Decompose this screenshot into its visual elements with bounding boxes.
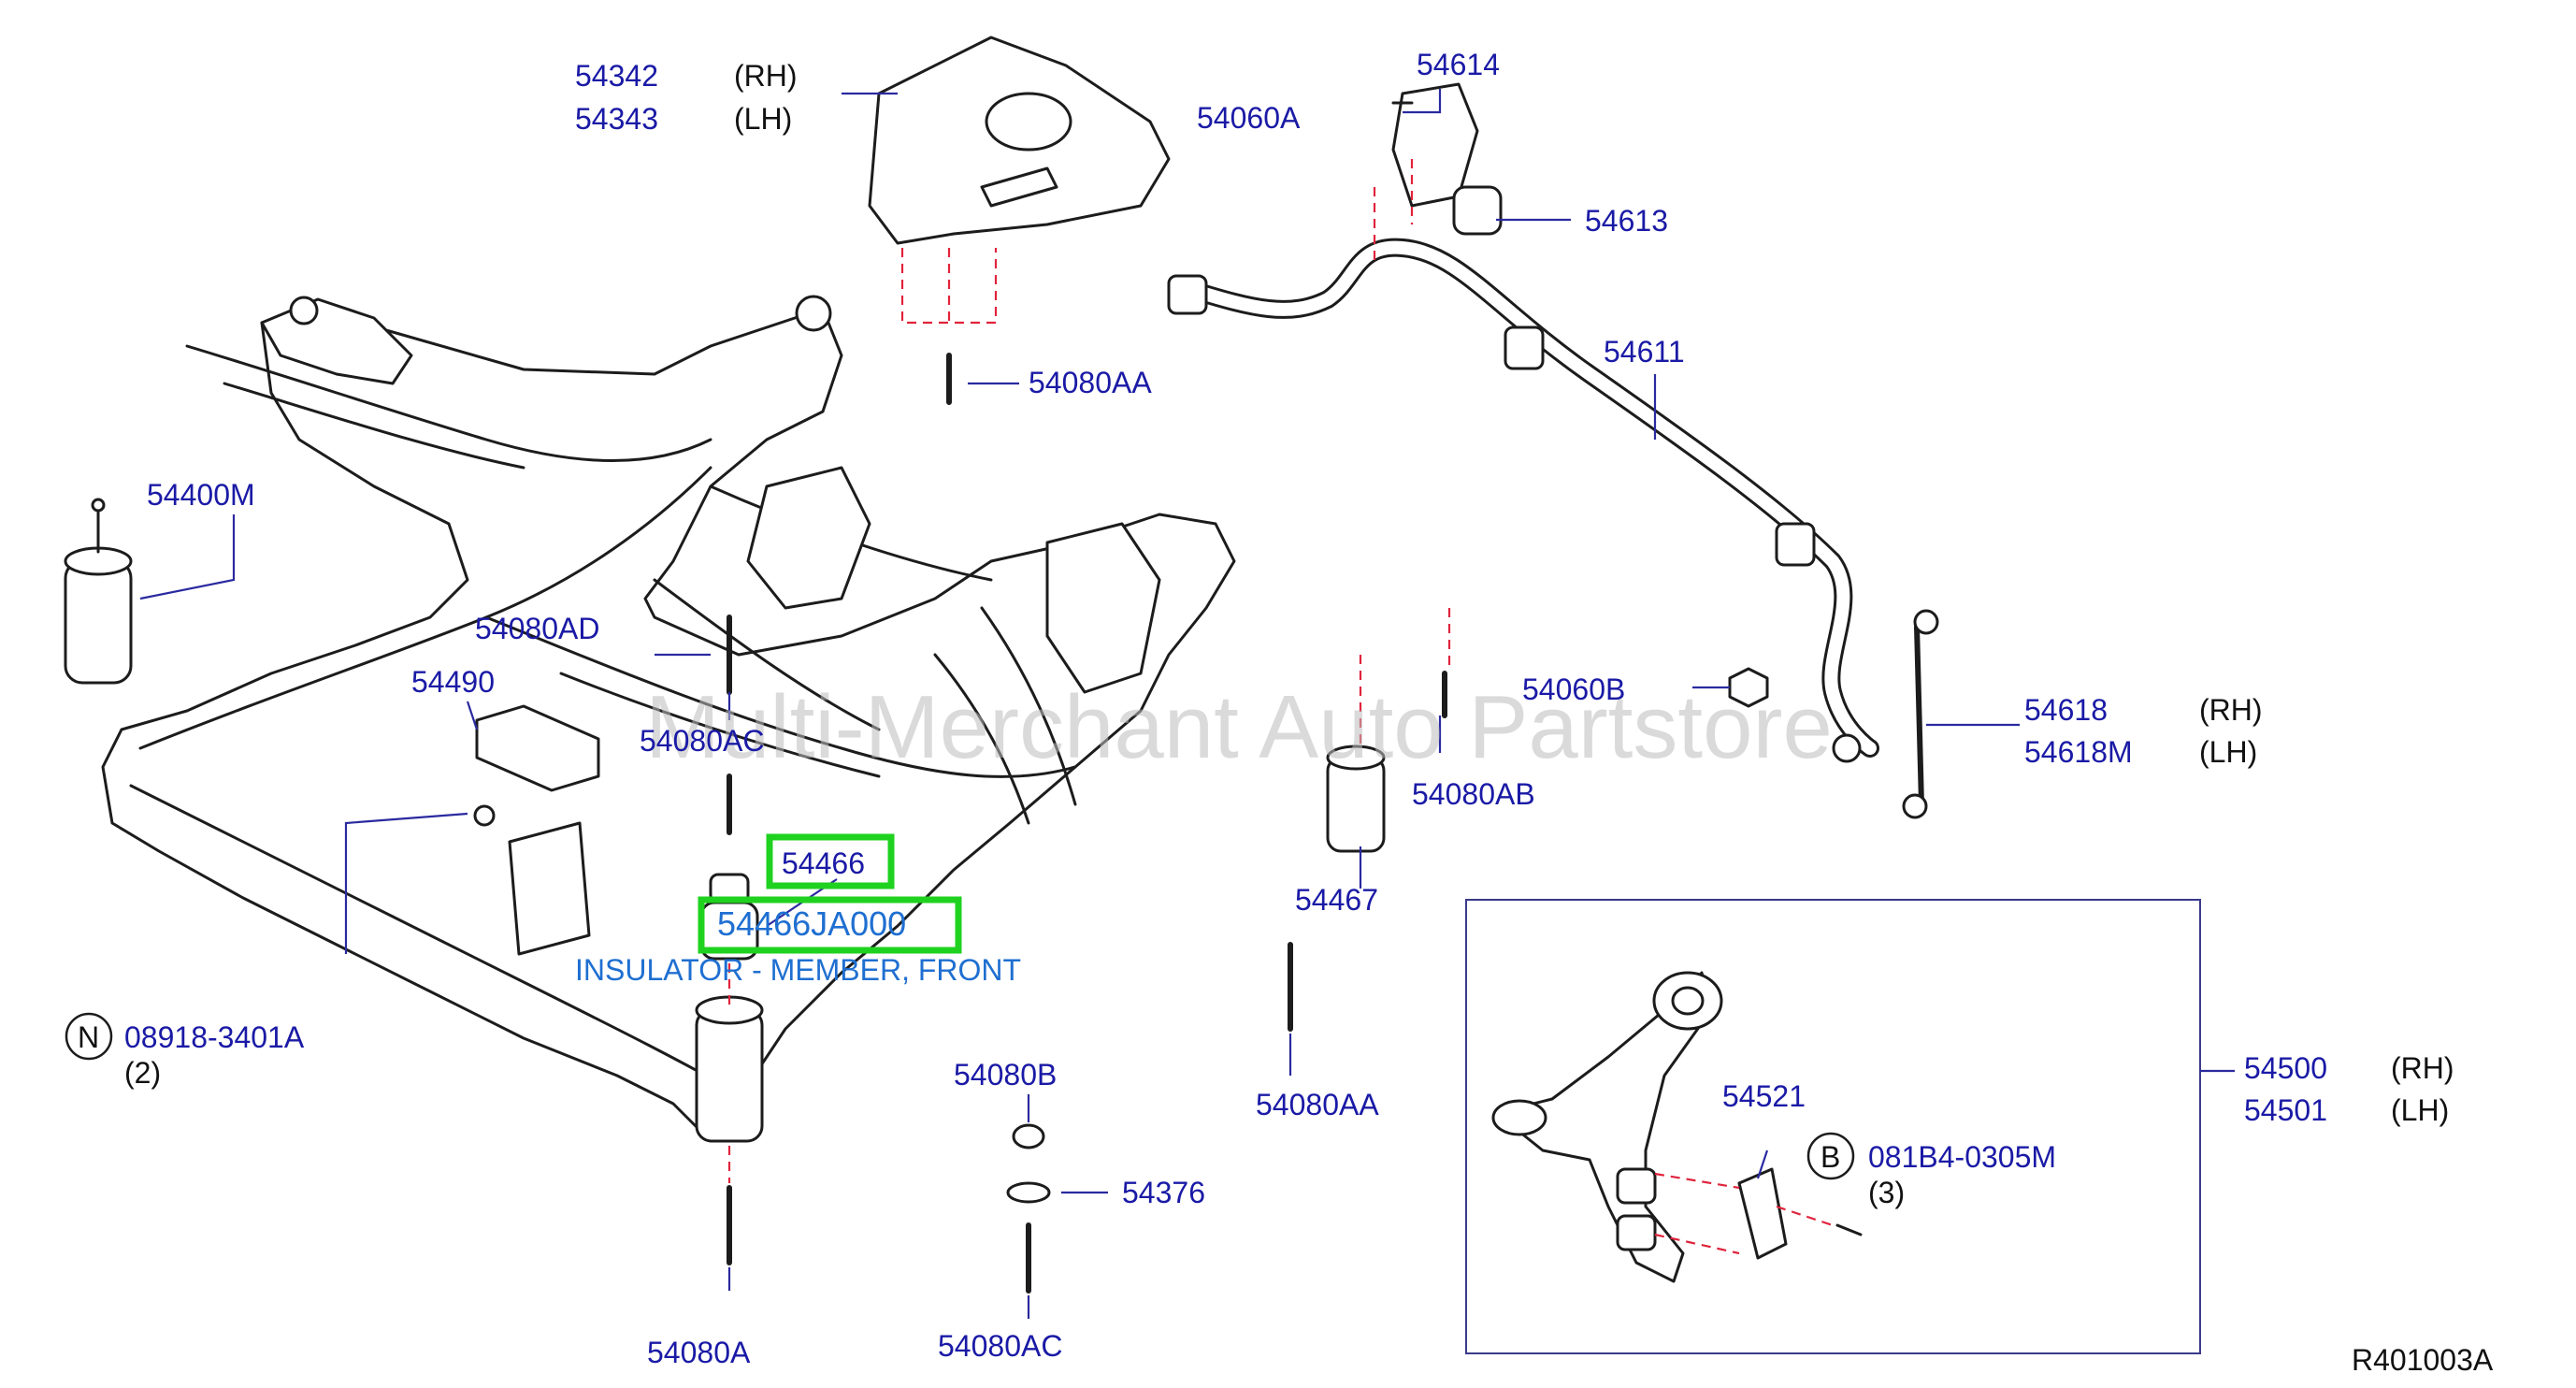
callout-54618[interactable]: 54618 [2024, 693, 2108, 727]
diagram-reference: R401003A [2352, 1343, 2494, 1377]
side-rh-54618: (RH) [2199, 693, 2263, 727]
transverse-link-drawing [1465, 899, 2201, 1354]
insulator-description: INSULATOR - MEMBER, FRONT [575, 953, 1021, 987]
side-rh-54342: (RH) [734, 59, 798, 93]
callout-081b4-0305m[interactable]: 081B4-0305M [1868, 1140, 2056, 1174]
side-lh-54343: (LH) [734, 102, 792, 136]
qty-08918: (2) [124, 1056, 161, 1090]
callout-54466[interactable]: 54466 [782, 846, 865, 880]
callout-54614[interactable]: 54614 [1417, 48, 1500, 81]
stabilizer-bar-drawing [1167, 82, 1939, 819]
callout-54342[interactable]: 54342 [575, 59, 658, 93]
side-lh-54618m: (LH) [2199, 735, 2257, 769]
callout-54343[interactable]: 54343 [575, 102, 658, 136]
n-symbol: N [78, 1020, 99, 1054]
callout-54501[interactable]: 54501 [2244, 1093, 2327, 1127]
b-symbol: B [1820, 1140, 1840, 1174]
callout-54080aa-top[interactable]: 54080AA [1029, 366, 1152, 399]
insulator-stack-drawing [699, 353, 1451, 1294]
callout-54613[interactable]: 54613 [1585, 204, 1668, 238]
highlight-54466 [766, 833, 895, 889]
callout-54060a[interactable]: 54060A [1197, 101, 1301, 135]
n-symbol-circle [65, 1012, 113, 1061]
callout-54080ac-mid[interactable]: 54080AC [640, 724, 764, 758]
callout-54080ac-bot[interactable]: 54080AC [938, 1329, 1062, 1363]
front-subframe-drawing [64, 295, 1236, 1143]
side-rh-54500: (RH) [2391, 1051, 2454, 1085]
side-lh-54501: (LH) [2391, 1093, 2449, 1127]
front-member-bracket-drawing [868, 36, 1171, 325]
callout-54080b[interactable]: 54080B [954, 1058, 1057, 1092]
callout-54521[interactable]: 54521 [1722, 1079, 1806, 1113]
callout-54376[interactable]: 54376 [1122, 1176, 1205, 1209]
qty-081b4: (3) [1868, 1176, 1905, 1209]
callout-54080ad[interactable]: 54080AD [475, 612, 599, 645]
callout-54060b[interactable]: 54060B [1522, 672, 1625, 706]
callout-54500[interactable]: 54500 [2244, 1051, 2327, 1085]
callout-54080aa-bot[interactable]: 54080AA [1256, 1088, 1379, 1121]
callout-54490[interactable]: 54490 [411, 665, 495, 699]
callout-08918-3401a[interactable]: 08918-3401A [124, 1020, 305, 1054]
callout-labels: 54342 (RH) 54343 (LH) 54060A 54614 54613… [65, 48, 2494, 1377]
highlight-54466ja000 [698, 896, 962, 954]
callout-54080a[interactable]: 54080A [647, 1336, 751, 1369]
watermark: Multi-Merchant Auto Partstore [645, 677, 1833, 777]
callout-54466ja000[interactable]: 54466JA000 [717, 904, 906, 943]
b-symbol-circle [1806, 1132, 1855, 1180]
callout-54618m[interactable]: 54618M [2024, 735, 2133, 769]
callout-54611[interactable]: 54611 [1604, 335, 1685, 369]
leader-lines [139, 89, 2235, 1319]
callout-54400m[interactable]: 54400M [147, 478, 255, 512]
callout-54080ab[interactable]: 54080AB [1412, 777, 1535, 811]
callout-54467[interactable]: 54467 [1295, 883, 1378, 917]
